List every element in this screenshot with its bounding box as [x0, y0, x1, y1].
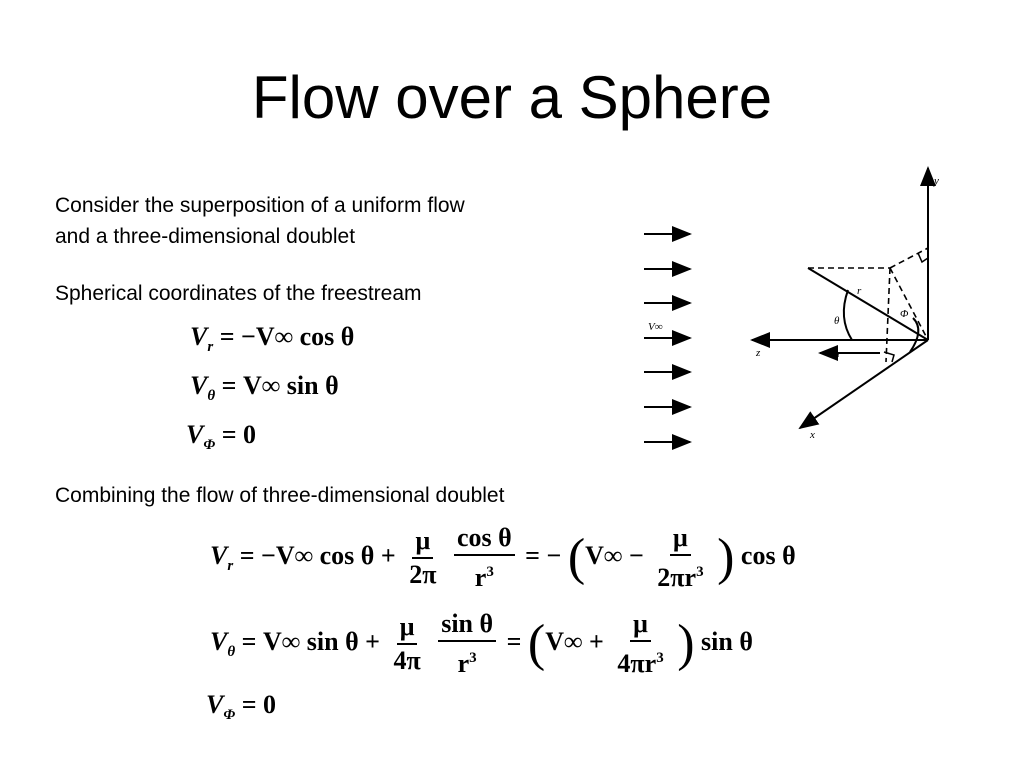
projection-lines	[808, 247, 929, 363]
spherical-text: Spherical coordinates of the freestream	[55, 282, 422, 305]
phi-arc	[909, 317, 920, 353]
intro-text: Consider the superposition of a uniform …	[55, 190, 465, 252]
z-axis-label: z	[755, 347, 761, 359]
theta-arc	[842, 289, 853, 341]
right-angle-marks	[883, 252, 929, 363]
freestream-vr-equation: Vr = −V∞ cos θ	[190, 322, 355, 355]
slide-title: Flow over a Sphere	[251, 64, 773, 131]
x-axis	[798, 339, 929, 430]
combined-vphi-equation: VΦ = 0	[206, 690, 277, 723]
vinf-label: V∞	[648, 321, 663, 333]
freestream-vphi-equation: VΦ = 0	[186, 420, 257, 453]
intro-line-2: and a three-dimensional doublet	[55, 225, 356, 248]
x-axis-label: x	[809, 429, 815, 441]
freestream-vtheta-equation: Vθ = V∞ sin θ	[190, 371, 339, 404]
phi-label: Φ	[900, 308, 909, 320]
mu-label: μ	[833, 348, 840, 360]
intro-line-1: Consider the superposition of a uniform …	[55, 194, 465, 217]
freestream-arrows	[644, 226, 692, 450]
r-label: r	[857, 285, 862, 297]
combining-text: Combining the flow of three-dimensional …	[55, 484, 505, 507]
radius-vector-r	[807, 267, 929, 341]
theta-label: θ	[834, 315, 840, 327]
y-axis-label: y	[933, 175, 939, 187]
